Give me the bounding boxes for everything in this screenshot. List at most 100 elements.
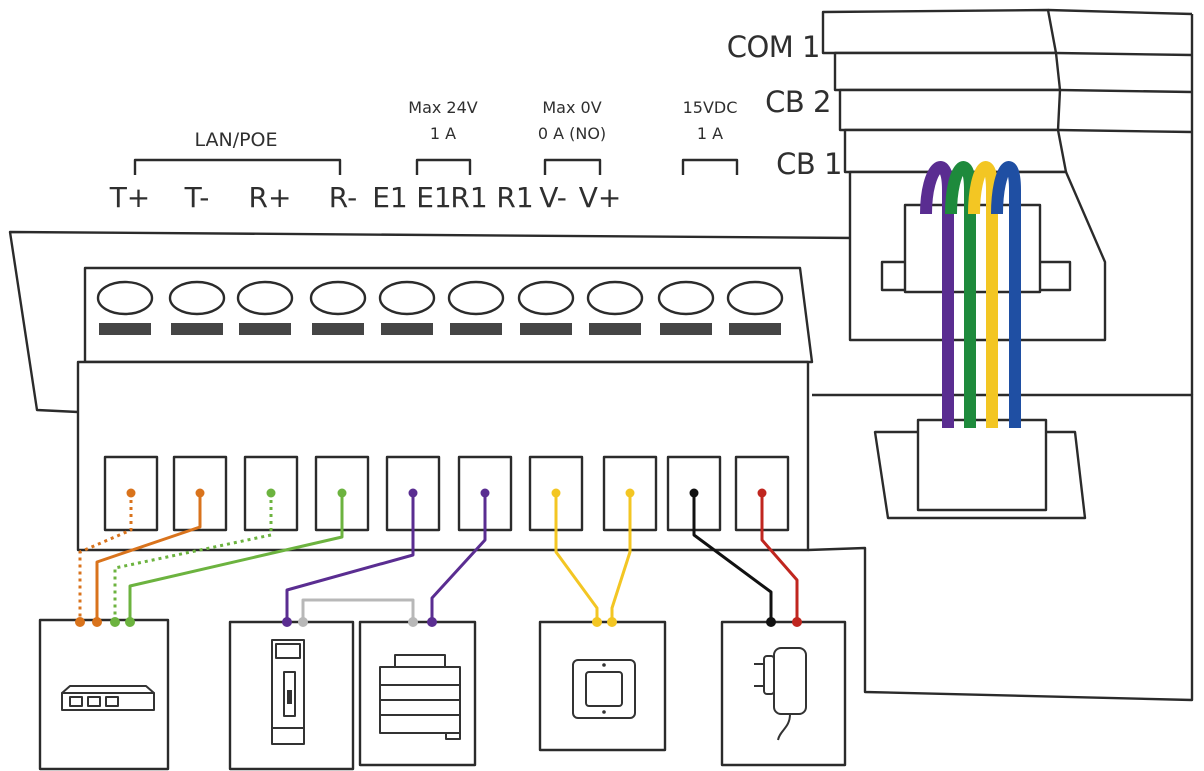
adapter-body xyxy=(773,647,807,715)
terminal-screw xyxy=(378,280,436,316)
terminal-marker xyxy=(312,323,364,335)
terminal-screw xyxy=(236,280,294,316)
wire-red xyxy=(760,493,799,622)
terminal-dot-purple xyxy=(408,488,418,498)
din-power-supply-icon xyxy=(379,654,461,740)
terminal-label-3: R+ xyxy=(249,181,292,214)
terminal-dot-orange xyxy=(126,488,136,498)
device-dot-green xyxy=(110,617,120,627)
connector-stack-line xyxy=(1047,8,1193,16)
terminal-label-5: E1 xyxy=(372,181,408,214)
connector-cb2-lower xyxy=(838,88,1062,132)
device-din-power-supply xyxy=(358,620,477,767)
device-dot-purple xyxy=(282,617,292,627)
terminal-marker xyxy=(589,323,641,335)
wire-orange-solid xyxy=(95,493,202,622)
terminal-label-8: R1 xyxy=(496,181,533,214)
terminal-marker xyxy=(520,323,572,335)
terminal-dot-green xyxy=(337,488,347,498)
wire-gray-link xyxy=(301,598,415,622)
terminal-label-4: R- xyxy=(329,181,357,214)
device-dot-green xyxy=(125,617,135,627)
terminal-marker xyxy=(729,323,781,335)
mounting-plate xyxy=(8,14,1194,702)
terminal-dot-purple xyxy=(480,488,490,498)
terminal-label-10: V+ xyxy=(579,181,622,214)
psu-ridge xyxy=(394,654,446,668)
terminal-marker xyxy=(239,323,291,335)
adapter-plug-face xyxy=(763,655,775,695)
wire-orange-dotted xyxy=(78,493,133,622)
ribbon-cable xyxy=(920,161,1021,428)
group-c-line1: 15VDC xyxy=(683,98,738,117)
strike-top xyxy=(275,643,301,659)
connector-label-cb1: CB 1 xyxy=(776,147,842,181)
wire-green-dotted xyxy=(113,493,273,622)
connector-com1 xyxy=(821,8,1058,55)
terminal-marker xyxy=(99,323,151,335)
terminal-dot-red xyxy=(757,488,767,498)
terminal-dot-black xyxy=(689,488,699,498)
device-dot-black xyxy=(766,617,776,627)
terminal-marker xyxy=(450,323,502,335)
terminal-group-labels: LAN/POE Max 24V 1 A Max 0V 0 A (NO) 15VD… xyxy=(133,98,739,175)
ribbon-wire-green xyxy=(945,161,976,428)
bracket-group-b xyxy=(543,158,602,175)
terminal-label-6: E1 xyxy=(416,181,452,214)
group-b-line2: 0 A (NO) xyxy=(538,124,606,143)
device-dot-orange xyxy=(75,617,85,627)
button-screw xyxy=(602,663,606,667)
terminal-labels: T+ T- R+ R- E1 E1 R1 R1 V- V+ xyxy=(109,181,622,214)
terminal-dot-orange xyxy=(195,488,205,498)
field-wiring xyxy=(78,493,799,622)
wire-black xyxy=(692,493,773,622)
button-screw xyxy=(602,710,606,714)
terminal-dot-yellow xyxy=(625,488,635,498)
terminal-screw xyxy=(657,280,715,316)
ribbon-wire-yellow xyxy=(968,161,998,428)
connector-stack-line xyxy=(1057,128,1193,134)
terminal-dot-green xyxy=(266,488,276,498)
device-dot-yellow xyxy=(592,617,602,627)
switch-port xyxy=(105,696,119,707)
device-dot-yellow xyxy=(607,617,617,627)
plate-left-outline xyxy=(8,230,856,414)
terminal-marker xyxy=(171,323,223,335)
terminal-screw xyxy=(586,280,644,316)
terminal-marker xyxy=(660,323,712,335)
ribbon-bottom-connector xyxy=(873,418,1087,520)
strike-latch-detail xyxy=(287,690,292,704)
group-a-line1: Max 24V xyxy=(408,98,478,117)
terminal-contact-dots xyxy=(126,488,767,498)
button-face xyxy=(585,671,623,707)
connector-label-cb2: CB 2 xyxy=(765,85,831,119)
group-b-line1: Max 0V xyxy=(542,98,601,117)
device-door-strike xyxy=(228,620,355,771)
device-network-switch xyxy=(38,618,170,771)
switch-top xyxy=(61,685,155,694)
network-switch-icon xyxy=(61,685,155,711)
terminal-screw xyxy=(447,280,505,316)
ribbon-connector-plug xyxy=(916,418,1048,512)
group-label-lan-poe: LAN/POE xyxy=(194,129,277,151)
terminal-screw xyxy=(96,280,154,316)
terminal-screw xyxy=(726,280,784,316)
connector-cb2 xyxy=(833,51,1062,92)
plate-right-outline xyxy=(807,393,1194,702)
device-dot-red xyxy=(792,617,802,627)
wire-yellow-2 xyxy=(610,493,632,622)
switch-port xyxy=(87,696,101,707)
psu-foot xyxy=(445,732,461,740)
device-contact-dots xyxy=(75,617,802,627)
terminal-screw xyxy=(517,280,575,316)
group-c-line2: 1 A xyxy=(697,124,723,143)
terminal-label-2: T- xyxy=(184,181,210,214)
terminal-screw xyxy=(309,280,367,316)
power-adapter-icon xyxy=(754,647,807,741)
adapter-cable xyxy=(777,713,791,741)
terminal-dot-yellow xyxy=(551,488,561,498)
device-dot-gray xyxy=(408,617,418,627)
device-power-adapter xyxy=(720,620,847,767)
push-button-icon xyxy=(572,659,636,719)
